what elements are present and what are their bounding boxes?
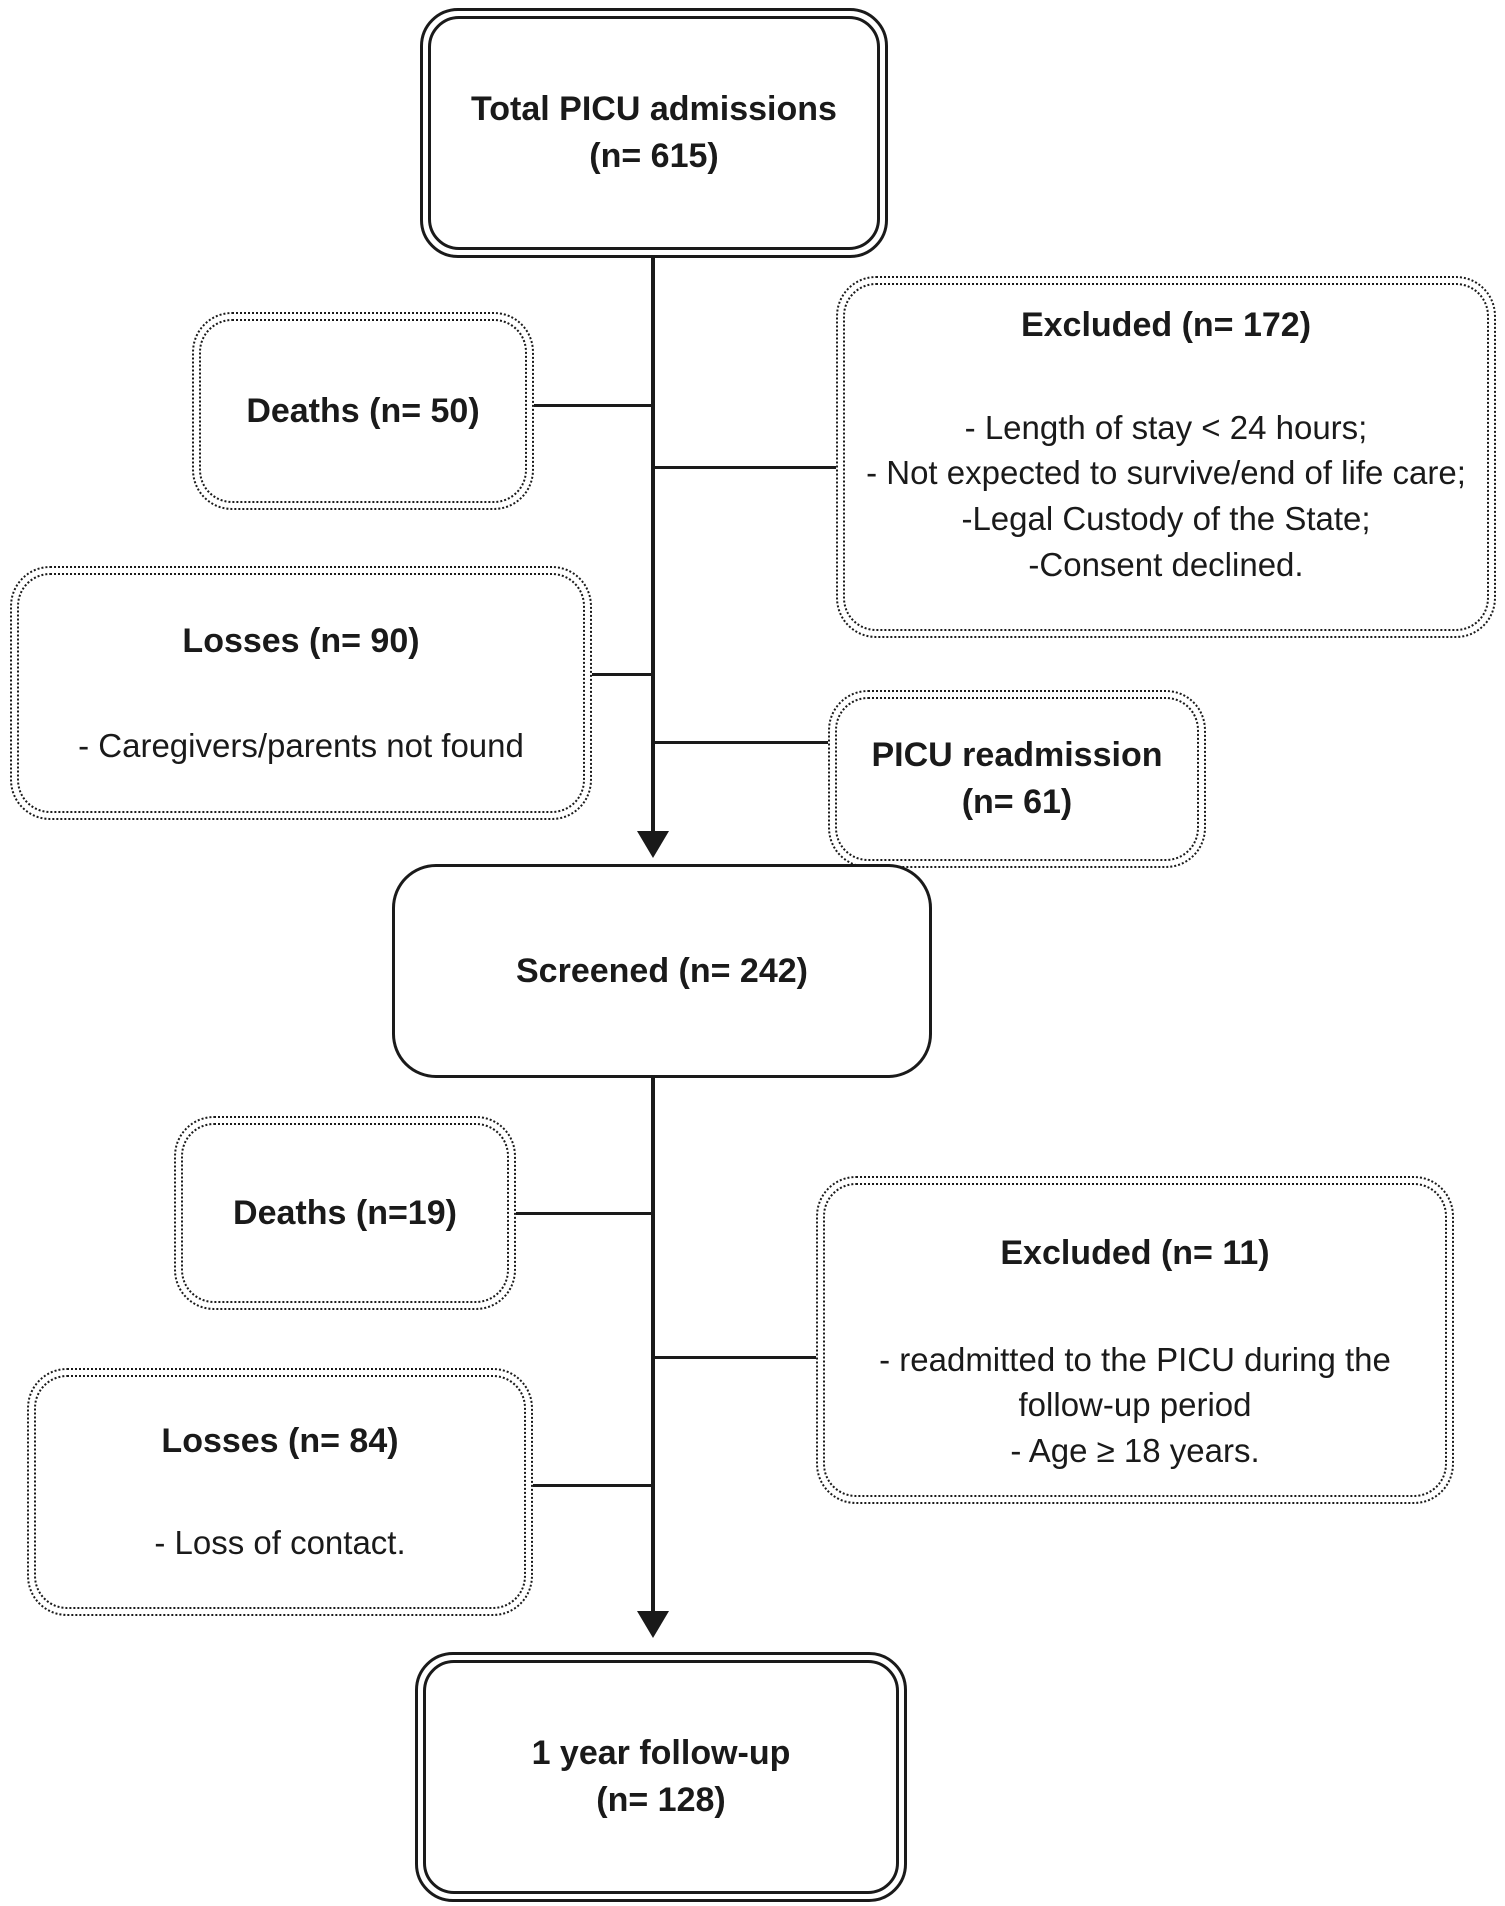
excluded-second-reason-1: - readmitted to the PICU during the foll…: [879, 1340, 1391, 1424]
excluded-first-reason-3: -Legal Custody of the State;: [961, 499, 1371, 537]
followup-label: 1 year follow-up: [531, 1734, 791, 1773]
box-excluded-first: Excluded (n= 172) - Length of stay < 24 …: [836, 276, 1496, 638]
followup-count: (n= 128): [596, 1781, 726, 1819]
excluded-first-reason-1: - Length of stay < 24 hours;: [964, 408, 1368, 446]
connector-excluded1: [653, 466, 838, 469]
connector-losses1: [592, 673, 653, 676]
total-admissions-count: (n= 615): [589, 137, 719, 175]
box-screened: Screened (n= 242): [392, 864, 932, 1078]
box-picu-readmission: PICU readmission (n= 61): [828, 690, 1206, 868]
box-losses-first: Losses (n= 90) - Caregivers/parents not …: [10, 566, 592, 820]
box-deaths-second: Deaths (n=19): [174, 1116, 516, 1310]
box-deaths-first: Deaths (n= 50): [192, 312, 534, 510]
picu-readmission-count: (n= 61): [961, 783, 1073, 821]
box-total-picu-admissions: Total PICU admissions (n= 615): [420, 8, 888, 258]
connector-picu-readmission: [653, 741, 830, 744]
screened-label: Screened (n= 242): [516, 951, 808, 990]
box-one-year-followup: 1 year follow-up (n= 128): [415, 1652, 907, 1902]
deaths-first-label: Deaths (n= 50): [246, 391, 480, 430]
box-excluded-second: Excluded (n= 11) - readmitted to the PIC…: [816, 1176, 1454, 1504]
excluded-second-label: Excluded (n= 11): [1000, 1234, 1270, 1272]
connector-excluded2: [653, 1356, 818, 1359]
main-flow-line-top: [651, 258, 655, 834]
box-losses-second: Losses (n= 84) - Loss of contact.: [27, 1368, 533, 1616]
connector-deaths1: [534, 404, 653, 407]
deaths-second-label: Deaths (n=19): [233, 1193, 457, 1232]
excluded-first-label: Excluded (n= 172): [1020, 306, 1312, 344]
losses-second-reason-1: - Loss of contact.: [154, 1524, 406, 1562]
arrowhead-to-followup: [637, 1611, 669, 1638]
picu-readmission-label: PICU readmission: [871, 736, 1163, 775]
excluded-first-reason-4: -Consent declined.: [1028, 545, 1304, 583]
arrowhead-to-screened: [637, 831, 669, 858]
excluded-first-reason-2: - Not expected to survive/end of life ca…: [866, 454, 1466, 492]
connector-deaths2: [516, 1212, 653, 1215]
main-flow-line-bottom: [651, 1078, 655, 1614]
losses-first-label: Losses (n= 90): [182, 621, 420, 660]
losses-second-label: Losses (n= 84): [161, 1422, 399, 1461]
total-admissions-label: Total PICU admissions: [471, 90, 837, 129]
connector-losses2: [533, 1484, 653, 1487]
losses-first-reason-1: - Caregivers/parents not found: [78, 726, 524, 764]
excluded-second-reason-2: - Age ≥ 18 years.: [1010, 1431, 1260, 1469]
